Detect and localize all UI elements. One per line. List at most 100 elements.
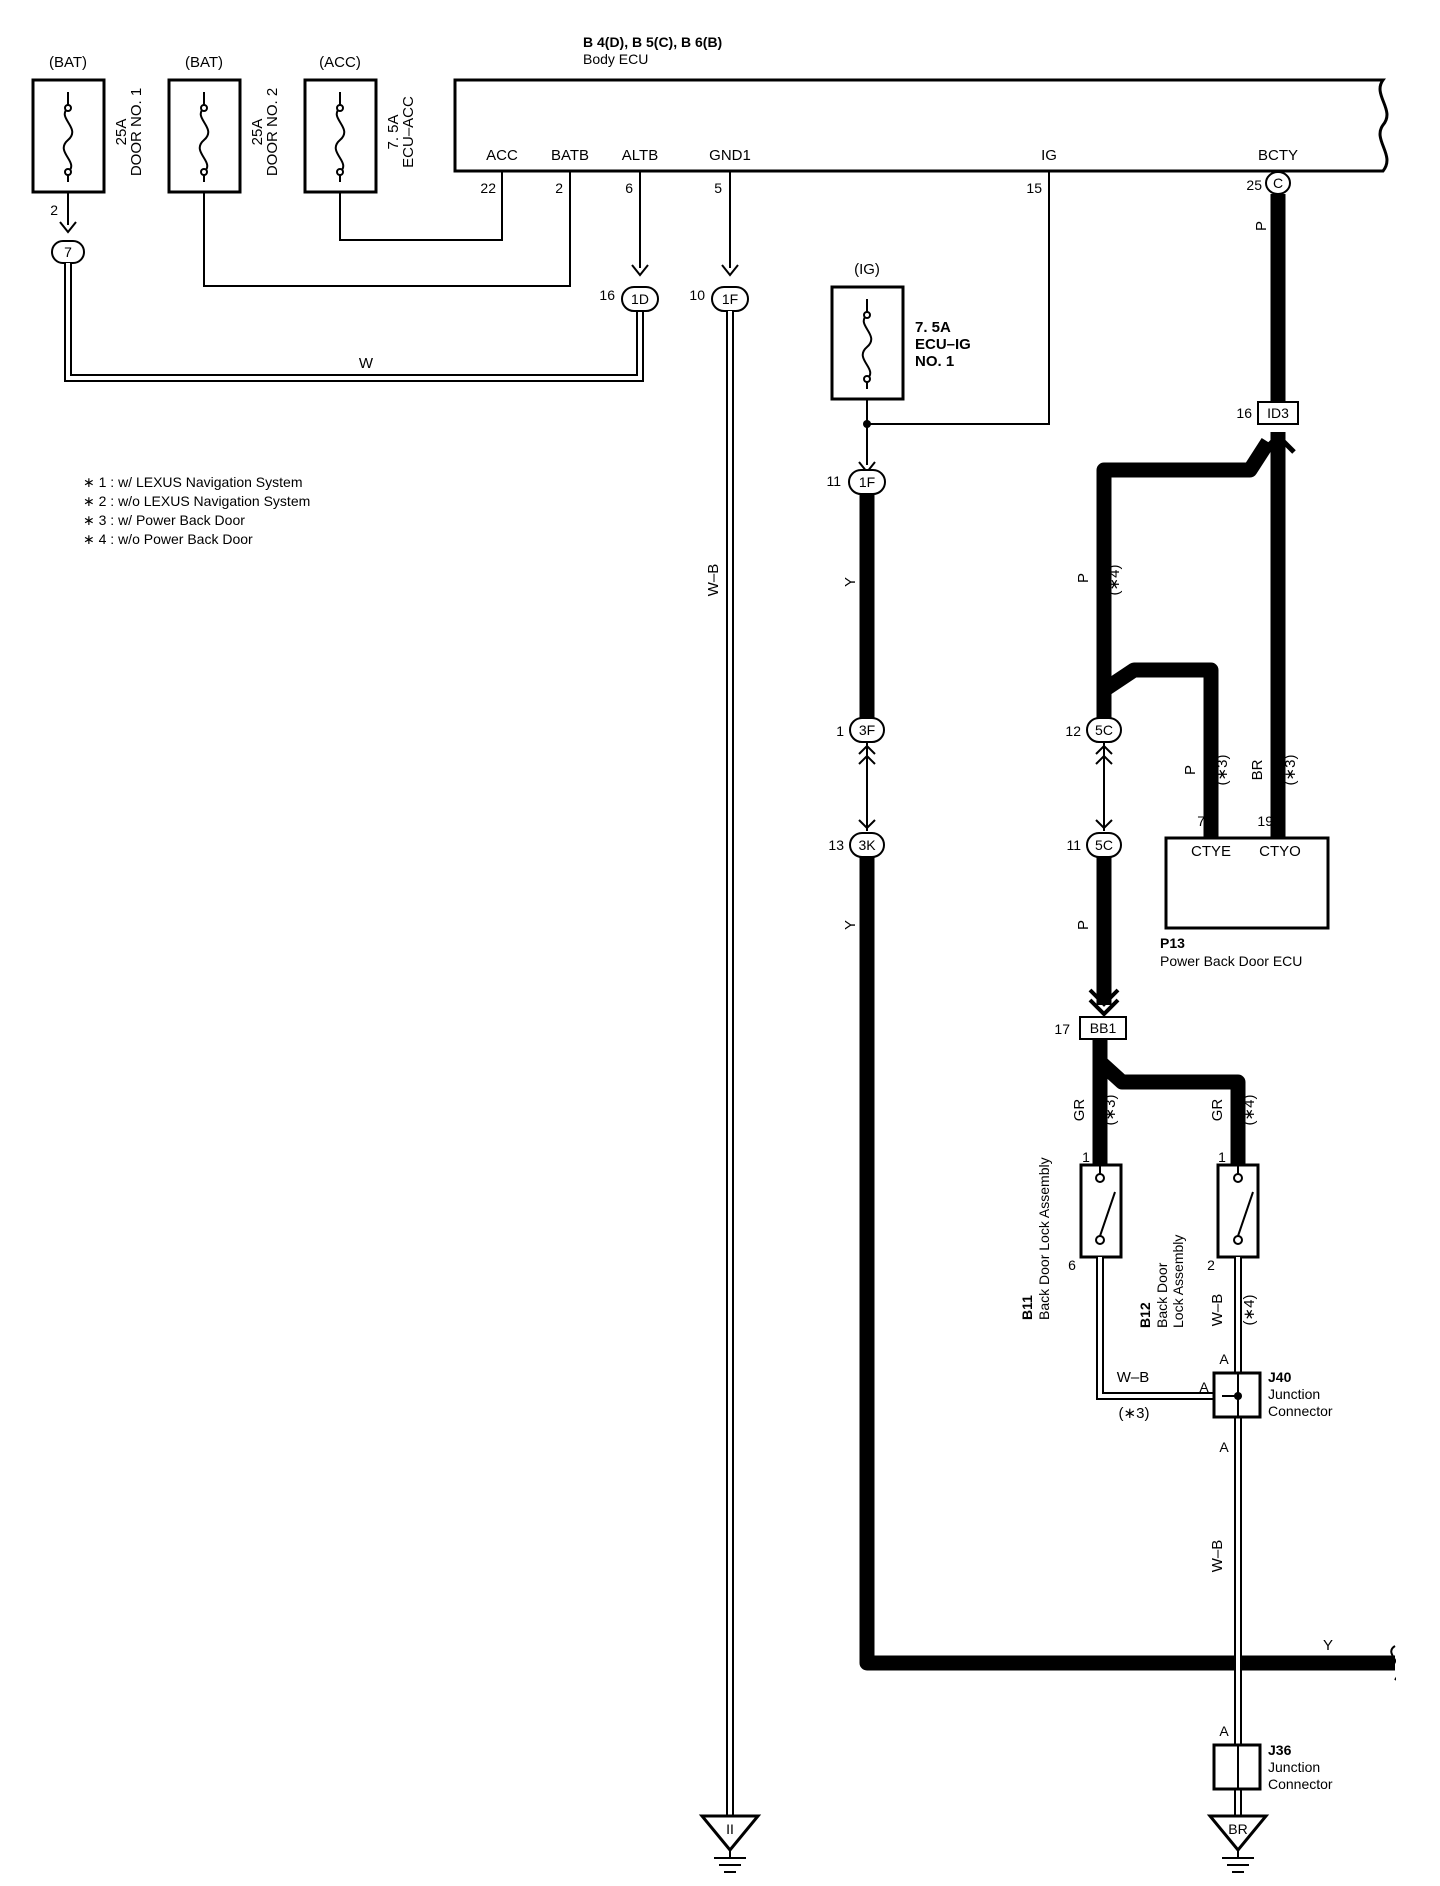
wire-note: (∗3) [1119, 1405, 1150, 1422]
wire-color-label: W–B [705, 564, 722, 597]
arrow-icon [59, 221, 77, 234]
connector-id3: 16 ID3 [1236, 401, 1299, 425]
connector-pin: 1 [836, 723, 844, 739]
wire-color-label: Y [1323, 1637, 1333, 1654]
terminal-pin: 7 [1197, 813, 1205, 829]
junction-connector-j36: A J36 Junction Connector [1212, 1723, 1333, 1792]
terminal-acc-pin: 22 [480, 180, 496, 196]
body-ecu: B 4(D), B 5(C), B 6(B) Body ECU ACC BATB… [453, 34, 1389, 196]
terminal-bcty-pin: 25 [1246, 177, 1262, 193]
terminal-ig-pin: 15 [1026, 180, 1042, 196]
wire-gr-b12 [1094, 1056, 1246, 1165]
wire-color-label: W [359, 355, 374, 372]
body-ecu-box [453, 78, 1389, 173]
terminal-batb-label: BATB [551, 147, 589, 164]
wire-batb [203, 171, 571, 287]
connector-id: 5C [1095, 722, 1113, 738]
connector-id: 1F [859, 474, 875, 490]
connector-c-label: C [1273, 175, 1283, 191]
fuse-door-no-2: (BAT) 25A DOOR NO. 2 [167, 54, 281, 194]
connector-5c-12: 12 5C [1065, 717, 1122, 743]
ground-label: BR [1228, 1821, 1247, 1837]
wire-note: (∗4) [1241, 1295, 1258, 1326]
wire-acc [339, 171, 503, 241]
component-code: J36 [1268, 1742, 1292, 1758]
connector-id: 1D [631, 291, 649, 307]
component-name: Lock Assembly [1170, 1235, 1186, 1328]
terminal-pin: 19 [1257, 813, 1273, 829]
arrow-icon [858, 819, 876, 830]
power-back-door-ecu: 7 19 CTYE CTYO P13 Power Back Door ECU [1160, 813, 1330, 969]
wire-note: (∗3) [1102, 1095, 1119, 1126]
terminal-bcty-label: BCTY [1258, 147, 1298, 164]
connector-1d: 16 1D [599, 286, 659, 312]
switch-contact-icon [1237, 1191, 1254, 1237]
wire-color-label: Y [842, 920, 859, 930]
terminal-ig-label: IG [1041, 147, 1057, 164]
terminal-label: CTYE [1191, 843, 1231, 860]
junction-pin: A [1219, 1351, 1229, 1367]
back-door-lock-b12: 1 2 B12 Back Door Lock Assembly [1137, 1149, 1260, 1328]
wire-color-label: Y [842, 577, 859, 587]
component-name: Junction [1268, 1386, 1320, 1402]
terminal-acc-label: ACC [486, 147, 518, 164]
connector-pin: 11 [1066, 837, 1081, 853]
fuse-name-2: NO. 1 [915, 353, 954, 370]
junction-dot [863, 420, 871, 428]
terminal-gnd1-pin: 5 [714, 180, 722, 196]
connector-id: 7 [64, 244, 72, 260]
connector-3f: 1 3F [836, 717, 885, 743]
arrow-icon [1260, 432, 1296, 454]
wire-color-label: W–B [1209, 1540, 1226, 1573]
switch-pin: 1 [1218, 1149, 1226, 1165]
arrow-icon [721, 264, 739, 277]
switch-pin: 2 [1207, 1257, 1215, 1273]
component-name: Junction [1268, 1759, 1320, 1775]
body-ecu-name: Body ECU [583, 51, 648, 67]
fuse-rating: 25A [249, 119, 266, 146]
wire-p-star4 [1096, 437, 1275, 730]
wire-color-label: P [1253, 221, 1270, 231]
back-door-lock-b11: 1 6 B11 Back Door Lock Assembly [1019, 1149, 1123, 1320]
fuse-door-no-1: (BAT) 25A DOOR NO. 1 [31, 54, 145, 194]
terminal-label: CTYO [1259, 843, 1301, 860]
wire-note: (∗3) [1282, 755, 1299, 786]
legend-item: ∗ 3 : w/ Power Back Door [83, 512, 245, 528]
wire-color-label: GR [1071, 1099, 1088, 1122]
junction-dot [1234, 1392, 1242, 1400]
ground-icon [698, 1814, 762, 1853]
connector-pin: 17 [1054, 1021, 1070, 1037]
fuse-source-label: (IG) [854, 261, 880, 278]
fuse-rating: 7. 5A [915, 319, 951, 336]
arrow-icon [1095, 744, 1113, 765]
fuse-rating: 7. 5A [385, 114, 402, 149]
junction-pin: A [1219, 1439, 1229, 1455]
wire-y-lower [859, 857, 1395, 1671]
fuse-name: ECU–IG [915, 336, 971, 353]
switch-pin: 1 [1082, 1149, 1090, 1165]
arrow-icon [1095, 819, 1113, 830]
connector-pin: 13 [828, 837, 844, 853]
body-ecu-code: B 4(D), B 5(C), B 6(B) [583, 34, 722, 50]
connector-3k: 13 3K [828, 832, 885, 858]
connector-id: 1F [722, 291, 738, 307]
switch-contact-icon [1099, 1191, 1116, 1237]
junction-pin: A [1219, 1723, 1229, 1739]
wire-ig [867, 171, 1050, 425]
wire-color-label: W–B [1117, 1369, 1150, 1386]
connector-bb1: 17 BB1 [1054, 1016, 1127, 1040]
wire-p-ctye [1099, 662, 1219, 838]
fuse-rating: 25A [113, 119, 130, 146]
connector-pin: 16 [1236, 405, 1252, 421]
connector-pin: 2 [50, 202, 58, 218]
connector-5c-11: 11 5C [1066, 832, 1122, 858]
connector-id: 3F [859, 722, 875, 738]
connector-1f-ground: 10 1F [689, 286, 749, 312]
component-code: B12 [1137, 1302, 1153, 1328]
fuse-source-label: (BAT) [185, 54, 223, 71]
component-code: P13 [1160, 935, 1185, 951]
connector-id: 5C [1095, 837, 1113, 853]
fuse-ecu-acc: (ACC) 7. 5A ECU–ACC [303, 54, 417, 194]
fuse-source-label: (BAT) [49, 54, 87, 71]
junction-pin: A [1199, 1379, 1209, 1395]
